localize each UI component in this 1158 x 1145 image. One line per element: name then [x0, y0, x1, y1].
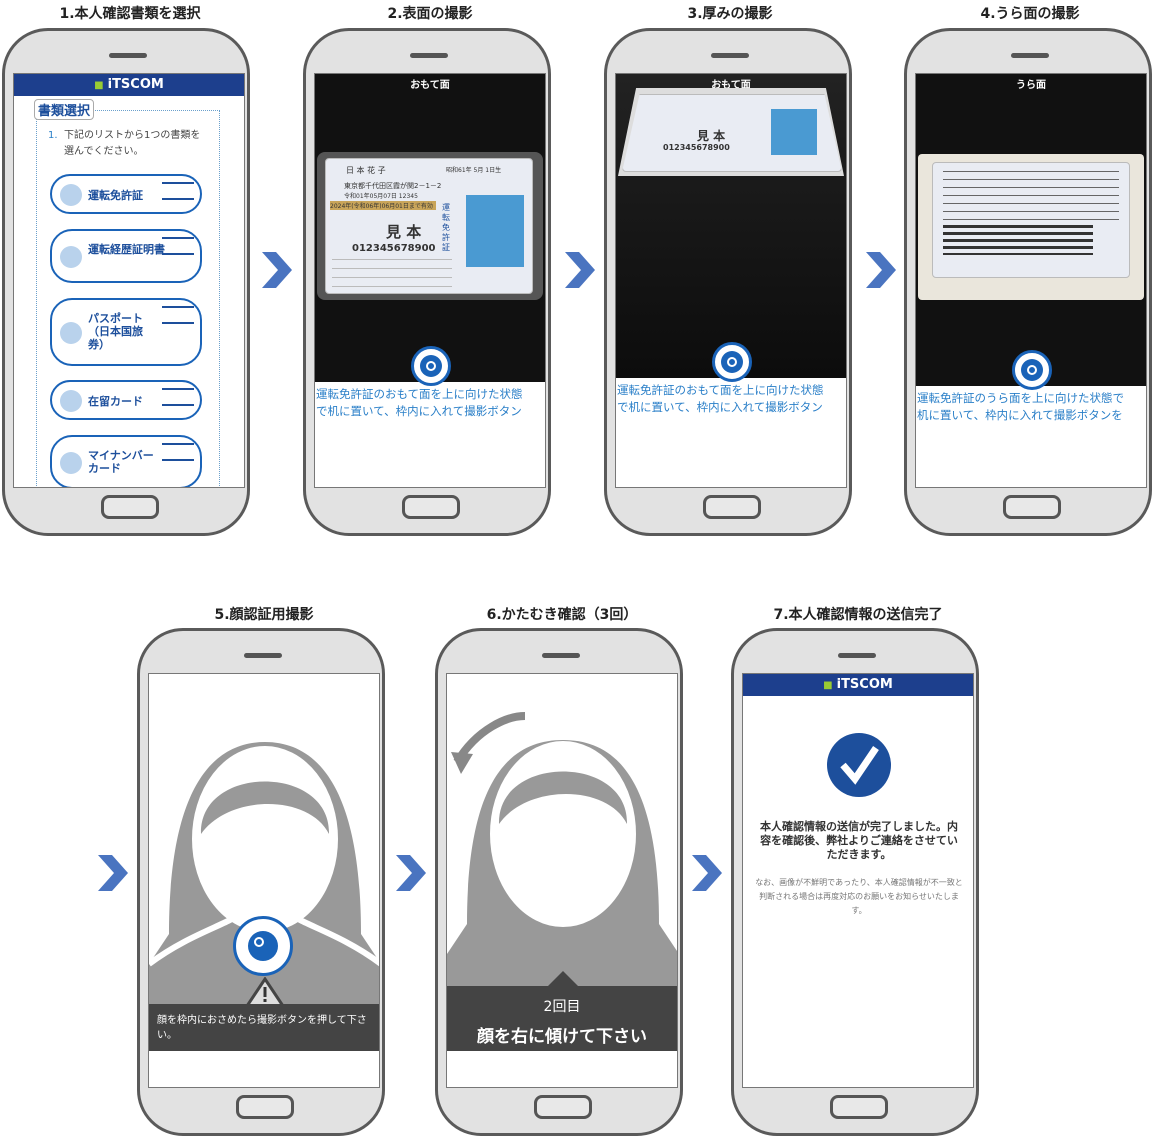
- brand-name: iTSCOM: [836, 677, 893, 692]
- document-option[interactable]: パスポート（日本国旅券）: [50, 298, 202, 366]
- instruction: 下記のリストから1つの書類を選んでください。: [64, 130, 201, 157]
- speaker: [542, 653, 580, 658]
- completion-message: 本人確認情報の送信が完了しました。内容を確認後、弊社よりご連絡をさせていただきま…: [760, 820, 958, 861]
- instruction-text: 運転免許証のおもて面を上に向けた状態で机に置いて、枠内に入れて撮影ボタン: [316, 387, 523, 418]
- speaker: [711, 53, 749, 58]
- document-option[interactable]: マイナンバーカード: [50, 435, 202, 487]
- app-header: ■iTSCOM: [14, 74, 244, 96]
- tilt-instruction: 顔を右に傾けて下さい: [477, 1027, 647, 1047]
- phone-step2: おもて面 日 本 花 子 昭和61年 5月 1日生 東京都千代田区霞が関2－1－…: [303, 28, 551, 536]
- completion-note: なお、画像が不鮮明であったり、本人確認情報が不一致と判断される場合は再度対応のお…: [755, 878, 963, 915]
- chevron-right-icon: [262, 252, 292, 288]
- phone-step3: おもて面 見 本 012345678900 運転免許証のおもて面を上に向けた状態…: [604, 28, 852, 536]
- card-icon: [162, 237, 194, 255]
- message-bar: 顔を枠内におさめたら撮影ボタンを押して下さい。: [149, 1004, 379, 1051]
- bar-notch: [548, 971, 578, 986]
- side-label: おもて面: [711, 80, 751, 91]
- document-select-screen: ■iTSCOM 書類選択 1. 下記のリストから1つの書類を選んでください。 運…: [13, 73, 245, 488]
- message-bar: 2回目 顔を右に傾けて下さい: [447, 986, 677, 1051]
- portrait-icon: [466, 195, 524, 267]
- home-button[interactable]: [402, 495, 460, 519]
- speaker: [244, 653, 282, 658]
- license-card-back: [932, 162, 1130, 278]
- step-title: 6.かたむき確認（3回）: [486, 607, 638, 623]
- step-title: 7.本人確認情報の送信完了: [773, 607, 943, 623]
- camera-icon: [420, 355, 442, 377]
- camera-icon: [248, 931, 278, 961]
- home-button[interactable]: [830, 1095, 888, 1119]
- document-option[interactable]: 運転免許証: [50, 174, 202, 214]
- license-card-front: 日 本 花 子 昭和61年 5月 1日生 東京都千代田区霞が関2－1－2 令和0…: [325, 158, 533, 294]
- face-silhouette-icon: [149, 742, 379, 1004]
- home-button[interactable]: [534, 1095, 592, 1119]
- chevron-right-icon: [98, 855, 128, 891]
- camera-button[interactable]: [411, 346, 451, 386]
- step-title: 2.表面の撮影: [387, 6, 473, 22]
- thickness-capture-screen: おもて面 見 本 012345678900 運転免許証のおもて面を上に向けた状態…: [615, 73, 847, 488]
- checkmark-icon: [827, 733, 891, 797]
- phone-step7: ■iTSCOM 本人確認情報の送信が完了しました。内容を確認後、弊社よりご連絡を…: [731, 628, 979, 1136]
- step-title: 3.厚みの撮影: [687, 6, 773, 22]
- camera-button[interactable]: [1012, 350, 1052, 390]
- chevron-right-icon: [866, 252, 896, 288]
- phone-step4: うら面 運転免許証のうら面を上に向けた状態で机に置いて、枠内に入れて撮影ボタンを: [904, 28, 1152, 536]
- app-header: ■iTSCOM: [743, 674, 973, 696]
- card-icon: [162, 388, 194, 406]
- list-number: 1.: [48, 130, 58, 141]
- card-icon: [162, 182, 194, 200]
- attempt-count: 2回目: [543, 999, 581, 1015]
- side-label: おもて面: [410, 80, 450, 91]
- phone-step6: 2回目 顔を右に傾けて下さい: [435, 628, 683, 1136]
- card-icon: [162, 306, 194, 324]
- instruction-text: 運転免許証のうら面を上に向けた状態で机に置いて、枠内に入れて撮影ボタンを: [917, 391, 1124, 422]
- camera-button[interactable]: [712, 342, 752, 382]
- license-card-tilted: 見 本 012345678900: [622, 94, 842, 172]
- section-title: 書類選択: [34, 99, 95, 120]
- front-capture-screen: おもて面 日 本 花 子 昭和61年 5月 1日生 東京都千代田区霞が関2－1－…: [314, 73, 546, 488]
- face-silhouette-icon: [447, 712, 677, 986]
- camera-icon: [721, 351, 743, 373]
- itscom-logo-icon: ■: [823, 680, 833, 691]
- instruction-text: 運転免許証のおもて面を上に向けた状態で机に置いて、枠内に入れて撮影ボタン: [617, 383, 824, 414]
- home-button[interactable]: [101, 495, 159, 519]
- step-title: 5.顔認証用撮影: [214, 607, 314, 623]
- brand-name: iTSCOM: [107, 77, 164, 92]
- camera-icon: [1021, 359, 1043, 381]
- step-title: 4.うら面の撮影: [980, 6, 1080, 22]
- face-capture-screen: 顔を枠内におさめたら撮影ボタンを押して下さい。: [148, 673, 380, 1088]
- chevron-right-icon: [565, 252, 595, 288]
- chevron-right-icon: [692, 855, 722, 891]
- completion-screen: ■iTSCOM 本人確認情報の送信が完了しました。内容を確認後、弊社よりご連絡を…: [742, 673, 974, 1088]
- tilt-check-screen: 2回目 顔を右に傾けて下さい: [446, 673, 678, 1088]
- document-option[interactable]: 運転経歴証明書: [50, 229, 202, 283]
- speaker: [838, 653, 876, 658]
- phone-step1: ■iTSCOM 書類選択 1. 下記のリストから1つの書類を選んでください。 運…: [2, 28, 250, 536]
- home-button[interactable]: [703, 495, 761, 519]
- home-button[interactable]: [236, 1095, 294, 1119]
- back-capture-screen: うら面 運転免許証のうら面を上に向けた状態で机に置いて、枠内に入れて撮影ボタンを: [915, 73, 1147, 488]
- phone-step5: 顔を枠内におさめたら撮影ボタンを押して下さい。: [137, 628, 385, 1136]
- portrait-icon: [771, 109, 817, 155]
- home-button[interactable]: [1003, 495, 1061, 519]
- speaker: [109, 53, 147, 58]
- warning-icon: [245, 977, 285, 1007]
- chevron-right-icon: [396, 855, 426, 891]
- section-box: [36, 110, 220, 487]
- camera-button[interactable]: [233, 916, 293, 976]
- speaker: [410, 53, 448, 58]
- itscom-logo-icon: ■: [94, 80, 104, 91]
- side-label: うら面: [1016, 80, 1046, 91]
- card-icon: [162, 443, 194, 461]
- document-option[interactable]: 在留カード: [50, 380, 202, 420]
- step-title: 1.本人確認書類を選択: [59, 6, 201, 22]
- speaker: [1011, 53, 1049, 58]
